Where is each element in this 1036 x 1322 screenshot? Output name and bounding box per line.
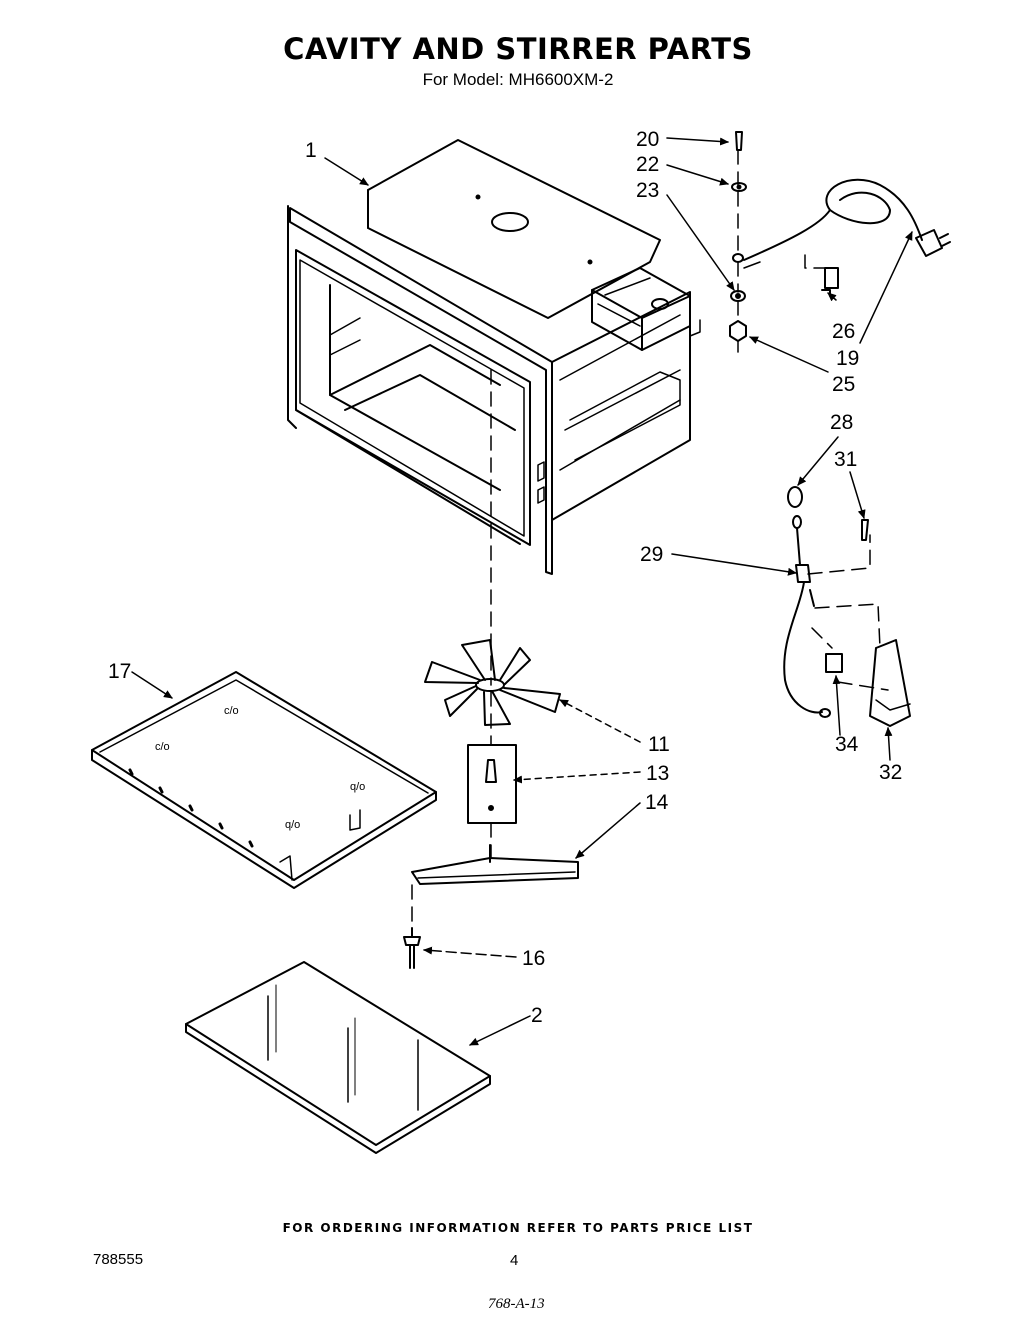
bolt-part-16 — [403, 927, 421, 969]
callout-11: 11 — [648, 733, 670, 756]
tray-part-17: c/o c/o q/o q/o — [91, 671, 437, 889]
callout-14: 14 — [645, 791, 669, 814]
coupling-part-13 — [467, 744, 517, 824]
stirrer-blade-part-14 — [411, 844, 579, 885]
callout-2: 2 — [531, 1004, 543, 1027]
ordering-note: FOR ORDERING INFORMATION REFER TO PARTS … — [282, 1221, 754, 1235]
glass-shelf-part-2 — [185, 961, 491, 1154]
page-number: 4 — [510, 1252, 519, 1269]
model-number: MH6600XM-2 — [508, 70, 614, 89]
svg-text:c/o: c/o — [224, 705, 239, 717]
callout-34: 34 — [835, 733, 859, 756]
document-number: 788555 — [93, 1251, 144, 1268]
model-subtitle: For Model: MH6600XM-2 — [0, 70, 1036, 90]
callout-26: 26 — [832, 320, 855, 343]
clip-part-26 — [821, 267, 839, 297]
oven-cavity-part — [287, 139, 701, 575]
callout-17: 17 — [108, 660, 131, 683]
handwritten-stamp: 768-A-13 — [488, 1296, 545, 1312]
cutout-wire-assembly — [783, 486, 911, 727]
model-label: For Model: — [422, 70, 504, 89]
power-cord-part-19 — [743, 178, 951, 269]
svg-text:q/o: q/o — [350, 781, 365, 793]
callout-23: 23 — [636, 179, 659, 202]
callout-22: 22 — [636, 153, 659, 176]
callout-31: 31 — [834, 448, 857, 471]
callout-13: 13 — [646, 762, 669, 785]
callout-20: 20 — [636, 128, 659, 151]
svg-text:c/o: c/o — [155, 741, 170, 753]
callout-19: 19 — [836, 347, 859, 370]
callout-1: 1 — [305, 139, 317, 162]
stirrer-fan-part-11 — [424, 639, 561, 726]
page-title: CAVITY AND STIRRER PARTS — [283, 32, 753, 66]
callout-32: 32 — [879, 761, 902, 784]
callout-29: 29 — [640, 543, 663, 566]
leader-lines — [131, 137, 913, 1046]
callout-28: 28 — [830, 411, 853, 434]
callout-25: 25 — [832, 373, 855, 396]
alignment-lines — [411, 149, 889, 929]
callout-16: 16 — [522, 947, 545, 970]
svg-text:q/o: q/o — [285, 819, 300, 831]
